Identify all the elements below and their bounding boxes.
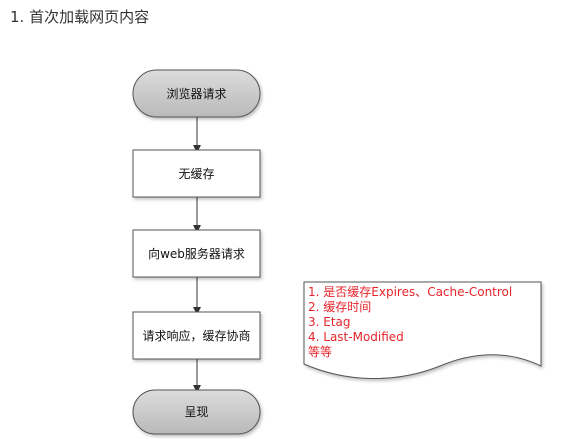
note-line-1: 1. 是否缓存Expires、Cache-Control bbox=[308, 285, 512, 299]
note-line-2: 2. 缓存时间 bbox=[308, 300, 371, 314]
flow-start-node: 浏览器请求 bbox=[132, 69, 261, 118]
flow-end-label: 呈现 bbox=[184, 405, 208, 419]
flow-step-request-server: 向web服务器请求 bbox=[132, 229, 261, 278]
note-line-3: 3. Etag bbox=[308, 315, 351, 329]
flow-step-no-cache-label: 无缓存 bbox=[178, 167, 214, 181]
flow-step-request-server-label: 向web服务器请求 bbox=[148, 246, 245, 261]
note-line-4: 4. Last-Modified bbox=[308, 330, 404, 344]
flow-start-label: 浏览器请求 bbox=[166, 86, 226, 101]
flow-step-no-cache: 无缓存 bbox=[132, 149, 261, 198]
cache-notes-document: 1. 是否缓存Expires、Cache-Control 2. 缓存时间 3. … bbox=[303, 281, 542, 379]
flow-step-response-negotiate: 请求响应，缓存协商 bbox=[132, 311, 261, 360]
flow-step-response-negotiate-label: 请求响应，缓存协商 bbox=[142, 328, 250, 343]
note-line-5: 等等 bbox=[308, 345, 332, 359]
flow-end-node: 呈现 bbox=[132, 389, 261, 435]
page-title: 1. 首次加载网页内容 bbox=[10, 8, 150, 26]
